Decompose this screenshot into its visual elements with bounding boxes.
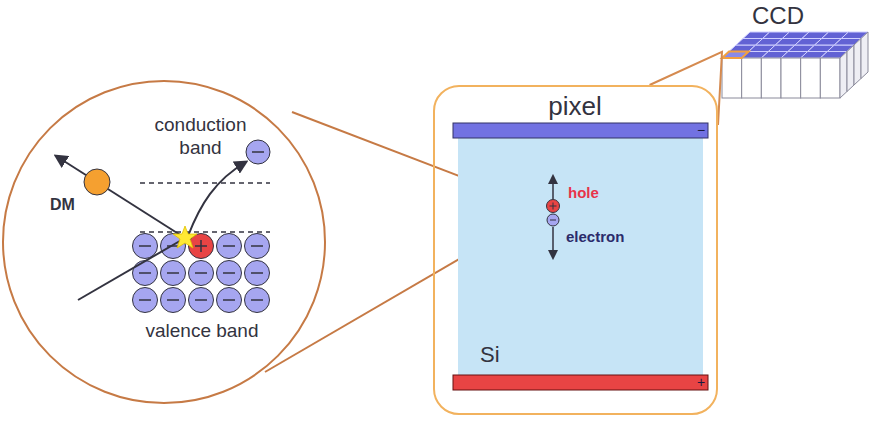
valence-electron: [217, 288, 242, 313]
ccd-side: [847, 45, 854, 92]
electron-circle: [161, 288, 186, 313]
valence-electron: [217, 234, 242, 259]
electron-circle: [245, 261, 270, 286]
pixel-box: pixelSi: [433, 85, 718, 415]
interaction-star: [173, 226, 197, 248]
positive-electrode: [453, 375, 708, 390]
charge-sign: [251, 299, 263, 301]
ccd-side: [861, 32, 868, 79]
magnify-connector: [650, 52, 722, 125]
dm-incoming: [78, 238, 185, 300]
band-label: conduction band: [143, 114, 258, 160]
band-label: valence band: [117, 320, 287, 343]
valence-electron: [245, 261, 270, 286]
particle-label: DM: [50, 195, 75, 214]
valence-electron: [189, 288, 214, 313]
silicon-fill: [458, 138, 703, 375]
box-title: pixel: [435, 91, 715, 122]
polarity-sign: +: [697, 374, 705, 390]
ccd-sensor: CCD: [722, 2, 868, 98]
selected-pixel: [722, 52, 749, 59]
electron-arrow: [552, 227, 554, 258]
polarity-sign: −: [697, 122, 705, 138]
ccd-side: [742, 58, 762, 98]
charge-sign: [167, 299, 179, 301]
hole-arrow: [552, 176, 554, 199]
minus-sign: [252, 151, 264, 153]
ccd-side: [722, 58, 742, 98]
band-edge: [140, 231, 270, 233]
electron-circle: [245, 234, 270, 259]
electron-circle: [217, 234, 242, 259]
charge-sign: [223, 299, 235, 301]
zoom-circle: conduction bandDM valence band: [2, 80, 326, 404]
electron-circle: [189, 288, 214, 313]
band-edge: [140, 182, 270, 184]
charge-sign: [195, 299, 207, 301]
charge-sign: [251, 272, 263, 274]
valence-electron: [133, 234, 158, 259]
ccd-side: [801, 58, 821, 98]
valence-electron: [189, 261, 214, 286]
electron-circle: [189, 261, 214, 286]
ccd-side: [854, 39, 861, 86]
material-label: Si: [480, 342, 500, 368]
valence-electron: [245, 288, 270, 313]
electron-circle: [161, 261, 186, 286]
electron-circle: [245, 288, 270, 313]
silicon-region: Si: [460, 140, 705, 377]
valence-electron: [161, 261, 186, 286]
excitation-arrow: [188, 162, 246, 236]
charge-sign: [223, 245, 235, 247]
ccd-side: [781, 58, 801, 98]
carrier-label: electron: [566, 228, 624, 245]
charge-sign: [139, 245, 151, 247]
valence-electron: [133, 261, 158, 286]
hole-dot: [547, 200, 560, 213]
dm-particle: [84, 169, 110, 195]
valence-electron: [161, 288, 186, 313]
electron-circle: [217, 261, 242, 286]
electron-circle: [133, 288, 158, 313]
electron-circle: [217, 288, 242, 313]
charge-sign: [139, 272, 151, 274]
minus-sign: [550, 220, 556, 221]
charge-sign: [251, 245, 263, 247]
charge-sign: [200, 240, 202, 252]
ccd-array: [722, 32, 868, 98]
plus-sign: [553, 203, 554, 210]
charge-sign: [223, 272, 235, 274]
ccd-side: [820, 58, 840, 98]
valence-electron: [245, 234, 270, 259]
dm-outgoing: [56, 156, 185, 238]
carrier-label: hole: [568, 184, 599, 201]
electron-circle: [133, 261, 158, 286]
ccd-side: [840, 52, 847, 99]
electron-circle: [133, 234, 158, 259]
conduction-electron: [246, 140, 270, 164]
valence-electrons: [133, 234, 270, 313]
valence-electron: [133, 288, 158, 313]
electron-dot: [547, 214, 559, 226]
charge-sign: [167, 272, 179, 274]
sensor-label: CCD: [752, 2, 804, 31]
valence-electron: [217, 261, 242, 286]
charge-sign: [195, 272, 207, 274]
ccd-side: [761, 58, 781, 98]
negative-electrode: [453, 123, 708, 138]
charge-sign: [139, 299, 151, 301]
